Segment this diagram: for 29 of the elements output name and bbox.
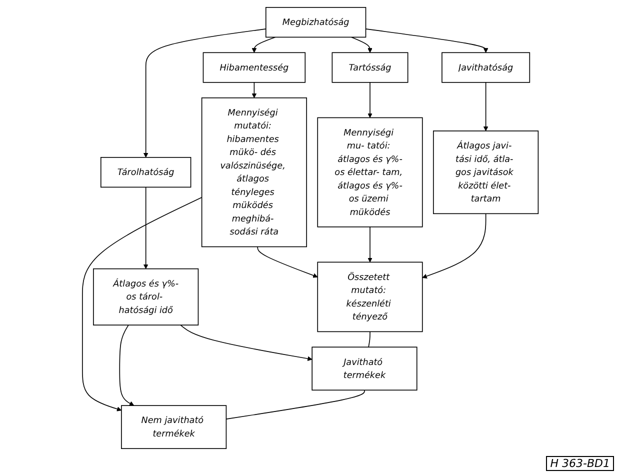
arrow [367,226,372,262]
arrow [422,212,486,278]
arrow [350,36,372,52]
node-box: Megbizhatóság [265,6,366,38]
node-box: Hibamentesség [202,52,306,82]
node-box: Mennyiségi mutatói: hibamentes mükö- dés valószinüsége, átlagos tényleges müködés meghibá- sodási ráta [201,96,307,247]
node-box: Mennyiségi mu- tatói: átlagos és γ%-os élettar- tam, átlagos és γ%-os üzemi müködés [316,116,422,227]
arrow [367,82,372,118]
node-box: Javithatóság [441,52,530,82]
arrow [365,28,488,52]
arrow [256,246,318,278]
arrow [143,28,266,158]
arrow [251,36,276,52]
arrow [143,186,148,269]
node-box: Átlagos és γ%-os tárol- hatósági idő [92,268,198,325]
connector [368,330,370,348]
node-box: Javitható termékek [311,346,417,390]
node-box: Tárolhatóság [100,156,191,188]
drawing-number: H 363-BD1 [546,456,614,471]
node-box: Nem javitható termékek [120,404,226,448]
node-box: Tartósság [331,52,408,82]
arrow [180,324,312,361]
node-box: Összetett mutató: készenléti tényező [316,261,422,332]
arrow [82,196,202,411]
node-box: Átlagos javi- tási idő, átla- gos javitások közötti élet- tartam [432,130,538,214]
arrow [251,82,256,98]
connector [225,389,365,419]
arrow [118,324,134,406]
arrow [483,82,488,131]
